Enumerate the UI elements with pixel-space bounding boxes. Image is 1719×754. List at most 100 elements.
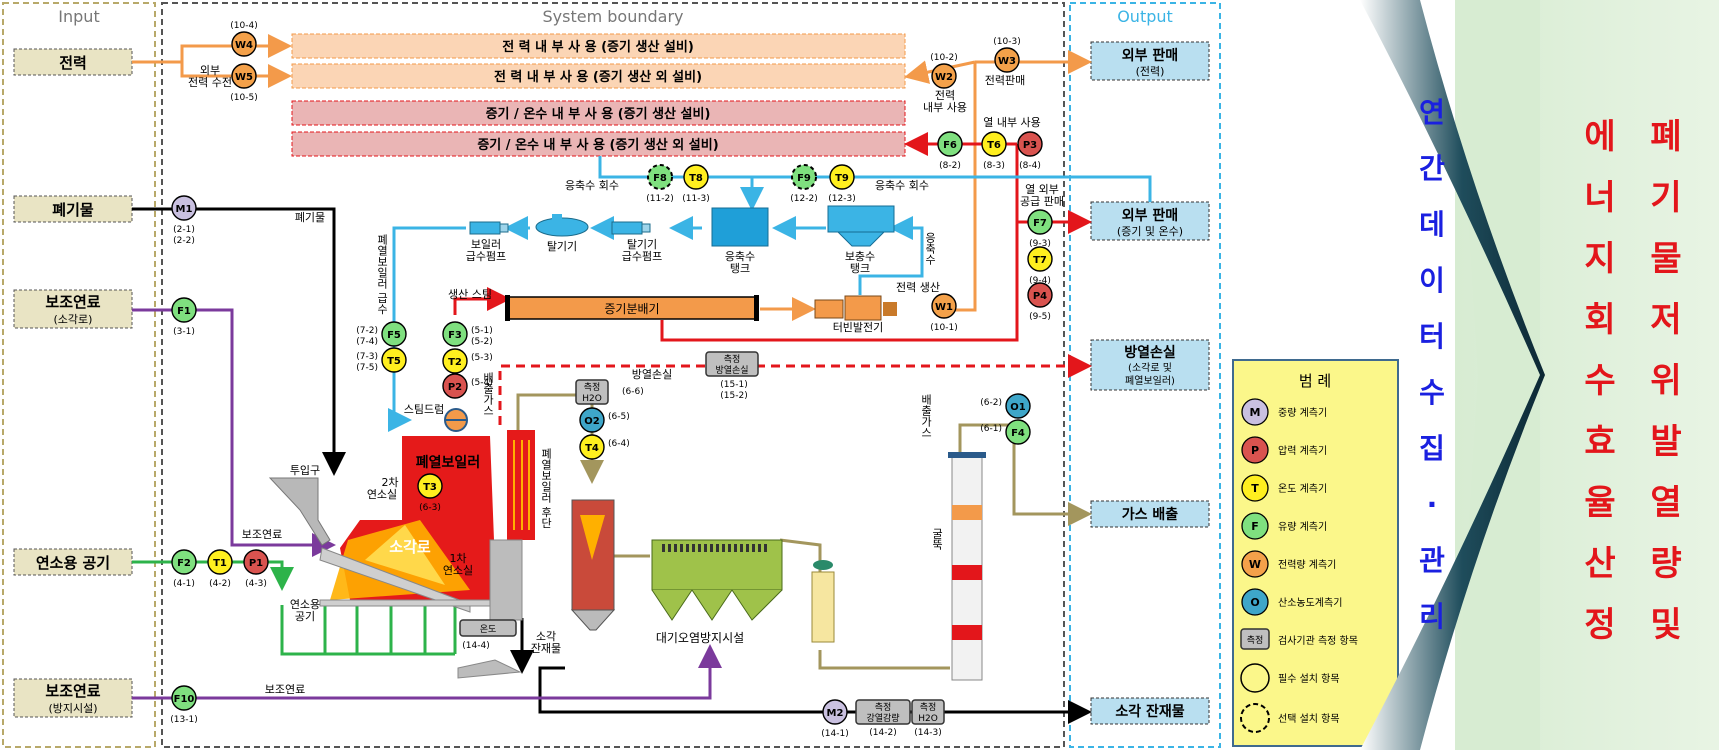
steam-drum <box>444 408 468 432</box>
col-red2-char-7: 량 <box>1650 544 1681 584</box>
meter-m2-code: M2 <box>827 708 844 719</box>
meter-t2-circle <box>442 348 468 374</box>
meter-t6-code: T6 <box>987 140 1001 151</box>
meter-f5-id-1: (7-4) <box>356 337 378 347</box>
meter-t8: T8(11-3) <box>682 164 710 204</box>
svg-text:외부: 외부 <box>200 64 220 77</box>
meter-f10-code: F10 <box>174 694 195 705</box>
meter-m2-id-0: (14-1) <box>821 729 848 739</box>
svg-text:(14-4): (14-4) <box>462 641 489 651</box>
svg-text:(6-6): (6-6) <box>622 387 644 397</box>
meter-t5: T5(7-3)(7-5) <box>356 347 407 373</box>
col-blue-char-6: 집 <box>1419 432 1445 465</box>
meter-o2-circle <box>579 407 605 433</box>
meter-f1: F1(3-1) <box>171 297 197 337</box>
svg-text:대기오염방지시설: 대기오염방지시설 <box>656 631 744 645</box>
svg-text:응축수: 응축수 <box>725 250 755 263</box>
meter-w4-id-0: (10-4) <box>230 21 257 31</box>
meas-box-heat-loss: 측정 방열손실 (15-1) (15-2) <box>705 351 759 401</box>
meter-f4-id-0: (6-1) <box>980 424 1002 434</box>
meter-t1: T1(4-2) <box>207 549 233 589</box>
col-red2-char-3: 저 <box>1650 300 1681 340</box>
col-blue-char-3: 이 <box>1419 264 1445 297</box>
legend-code-w: W <box>1249 558 1261 571</box>
incinerator-body <box>319 436 508 613</box>
output-title: Output <box>1117 7 1173 26</box>
meter-m1: M1(2-1)(2-2) <box>171 195 197 246</box>
svg-text:탱크: 탱크 <box>730 262 750 275</box>
system-boundary-frame <box>161 2 1065 748</box>
meter-w2-id-0: (10-2) <box>930 53 957 63</box>
meter-t7-id-0: (9-4) <box>1029 276 1051 286</box>
whb-rear-vertical: 폐열보일러 후단 <box>540 448 553 529</box>
meter-f8-id-0: (11-2) <box>646 194 673 204</box>
meter-f5: F5(7-2)(7-4) <box>356 321 407 347</box>
meter-t7: T7(9-4) <box>1027 246 1053 286</box>
makeup-water-vertical: 응축수 <box>924 232 937 265</box>
meas-box-strength: 측정 강열감량 (14-2) <box>855 699 911 738</box>
meter-t9-code: T9 <box>835 173 849 184</box>
svg-text:열 외부: 열 외부 <box>1025 183 1059 196</box>
legend-swatch-m <box>1241 398 1269 426</box>
meter-f8-code: F8 <box>653 173 667 184</box>
meter-w1-circle <box>931 293 957 319</box>
big-arrow-shape <box>1360 0 1545 750</box>
meter-t5-code: T5 <box>387 356 401 367</box>
svg-text:연소용: 연소용 <box>290 598 320 611</box>
legend-swatch-w <box>1241 550 1269 578</box>
meter-p1-id-0: (4-3) <box>245 579 267 589</box>
meter-p2: P2(5-4) <box>442 373 493 399</box>
legend-label-m: 중량 계측기 <box>1278 407 1327 419</box>
meter-f1-id-0: (3-1) <box>173 327 195 337</box>
input-frame <box>2 2 156 748</box>
turbine-generator <box>814 295 897 321</box>
meter-t7-circle <box>1027 246 1053 272</box>
legend-label-p: 압력 계측기 <box>1278 444 1327 457</box>
meter-m1-code: M1 <box>176 204 193 215</box>
legend-label-f: 유량 계측기 <box>1278 521 1327 533</box>
input-aux-fuel-incinerator-box: 보조연료 (소각로) <box>13 289 133 329</box>
meter-t1-code: T1 <box>213 558 227 569</box>
svg-text:외부 판매: 외부 판매 <box>1122 47 1178 64</box>
svg-text:측정: 측정 <box>1247 635 1264 646</box>
system-title: System boundary <box>543 7 684 26</box>
col-red1-char-3: 회 <box>1584 300 1615 340</box>
meter-f2-id-0: (4-1) <box>173 579 195 589</box>
col-blue-char-7: · <box>1427 488 1438 521</box>
heat-loss-line <box>498 354 1092 425</box>
svg-text:강열감량: 강열감량 <box>866 712 899 724</box>
scrubber <box>811 560 835 643</box>
svg-text:필수 설치 항목: 필수 설치 항목 <box>1278 673 1340 685</box>
deaerator-feed-pump <box>611 221 651 235</box>
col-red2-char-1: 기 <box>1650 178 1681 218</box>
meter-t9-id-0: (12-3) <box>828 194 855 204</box>
bar-steam-internal-steam: 증기 / 온수 내 부 사 용 (증기 생산 설비) <box>291 100 906 126</box>
meter-f3-id-1: (5-2) <box>471 337 493 347</box>
meter-w3-circle <box>994 47 1020 73</box>
meas-box-h2o-2: 측정 H2O (14-3) <box>911 699 945 738</box>
meter-w2-circle <box>931 63 957 89</box>
svg-text:잔재물: 잔재물 <box>531 642 561 655</box>
meter-t3-code: T3 <box>423 482 437 493</box>
meter-f8-circle <box>647 164 673 190</box>
meter-t3-circle <box>417 473 443 499</box>
col-blue-char-1: 간 <box>1419 152 1445 185</box>
col-red1-char-6: 율 <box>1584 483 1615 523</box>
combustion-air-lines <box>132 560 457 656</box>
col-blue-char-2: 데 <box>1419 208 1445 241</box>
meter-w4: W4(10-4) <box>230 21 258 57</box>
meter-w4-circle <box>231 31 257 57</box>
input-power-box: 전력 <box>13 48 133 76</box>
svg-text:공기: 공기 <box>295 610 315 623</box>
col-red2-char-2: 물 <box>1650 239 1681 279</box>
meter-t2-code: T2 <box>448 357 462 368</box>
meter-p4-code: P4 <box>1033 291 1047 302</box>
svg-text:(증기 및 온수): (증기 및 온수) <box>1117 225 1183 238</box>
legend-code-m: M <box>1250 406 1261 419</box>
output-gas-exhaust-box: 가스 배출 <box>1090 500 1210 528</box>
meter-f3-id-0: (5-1) <box>471 326 493 336</box>
svg-text:연소실: 연소실 <box>443 564 473 577</box>
